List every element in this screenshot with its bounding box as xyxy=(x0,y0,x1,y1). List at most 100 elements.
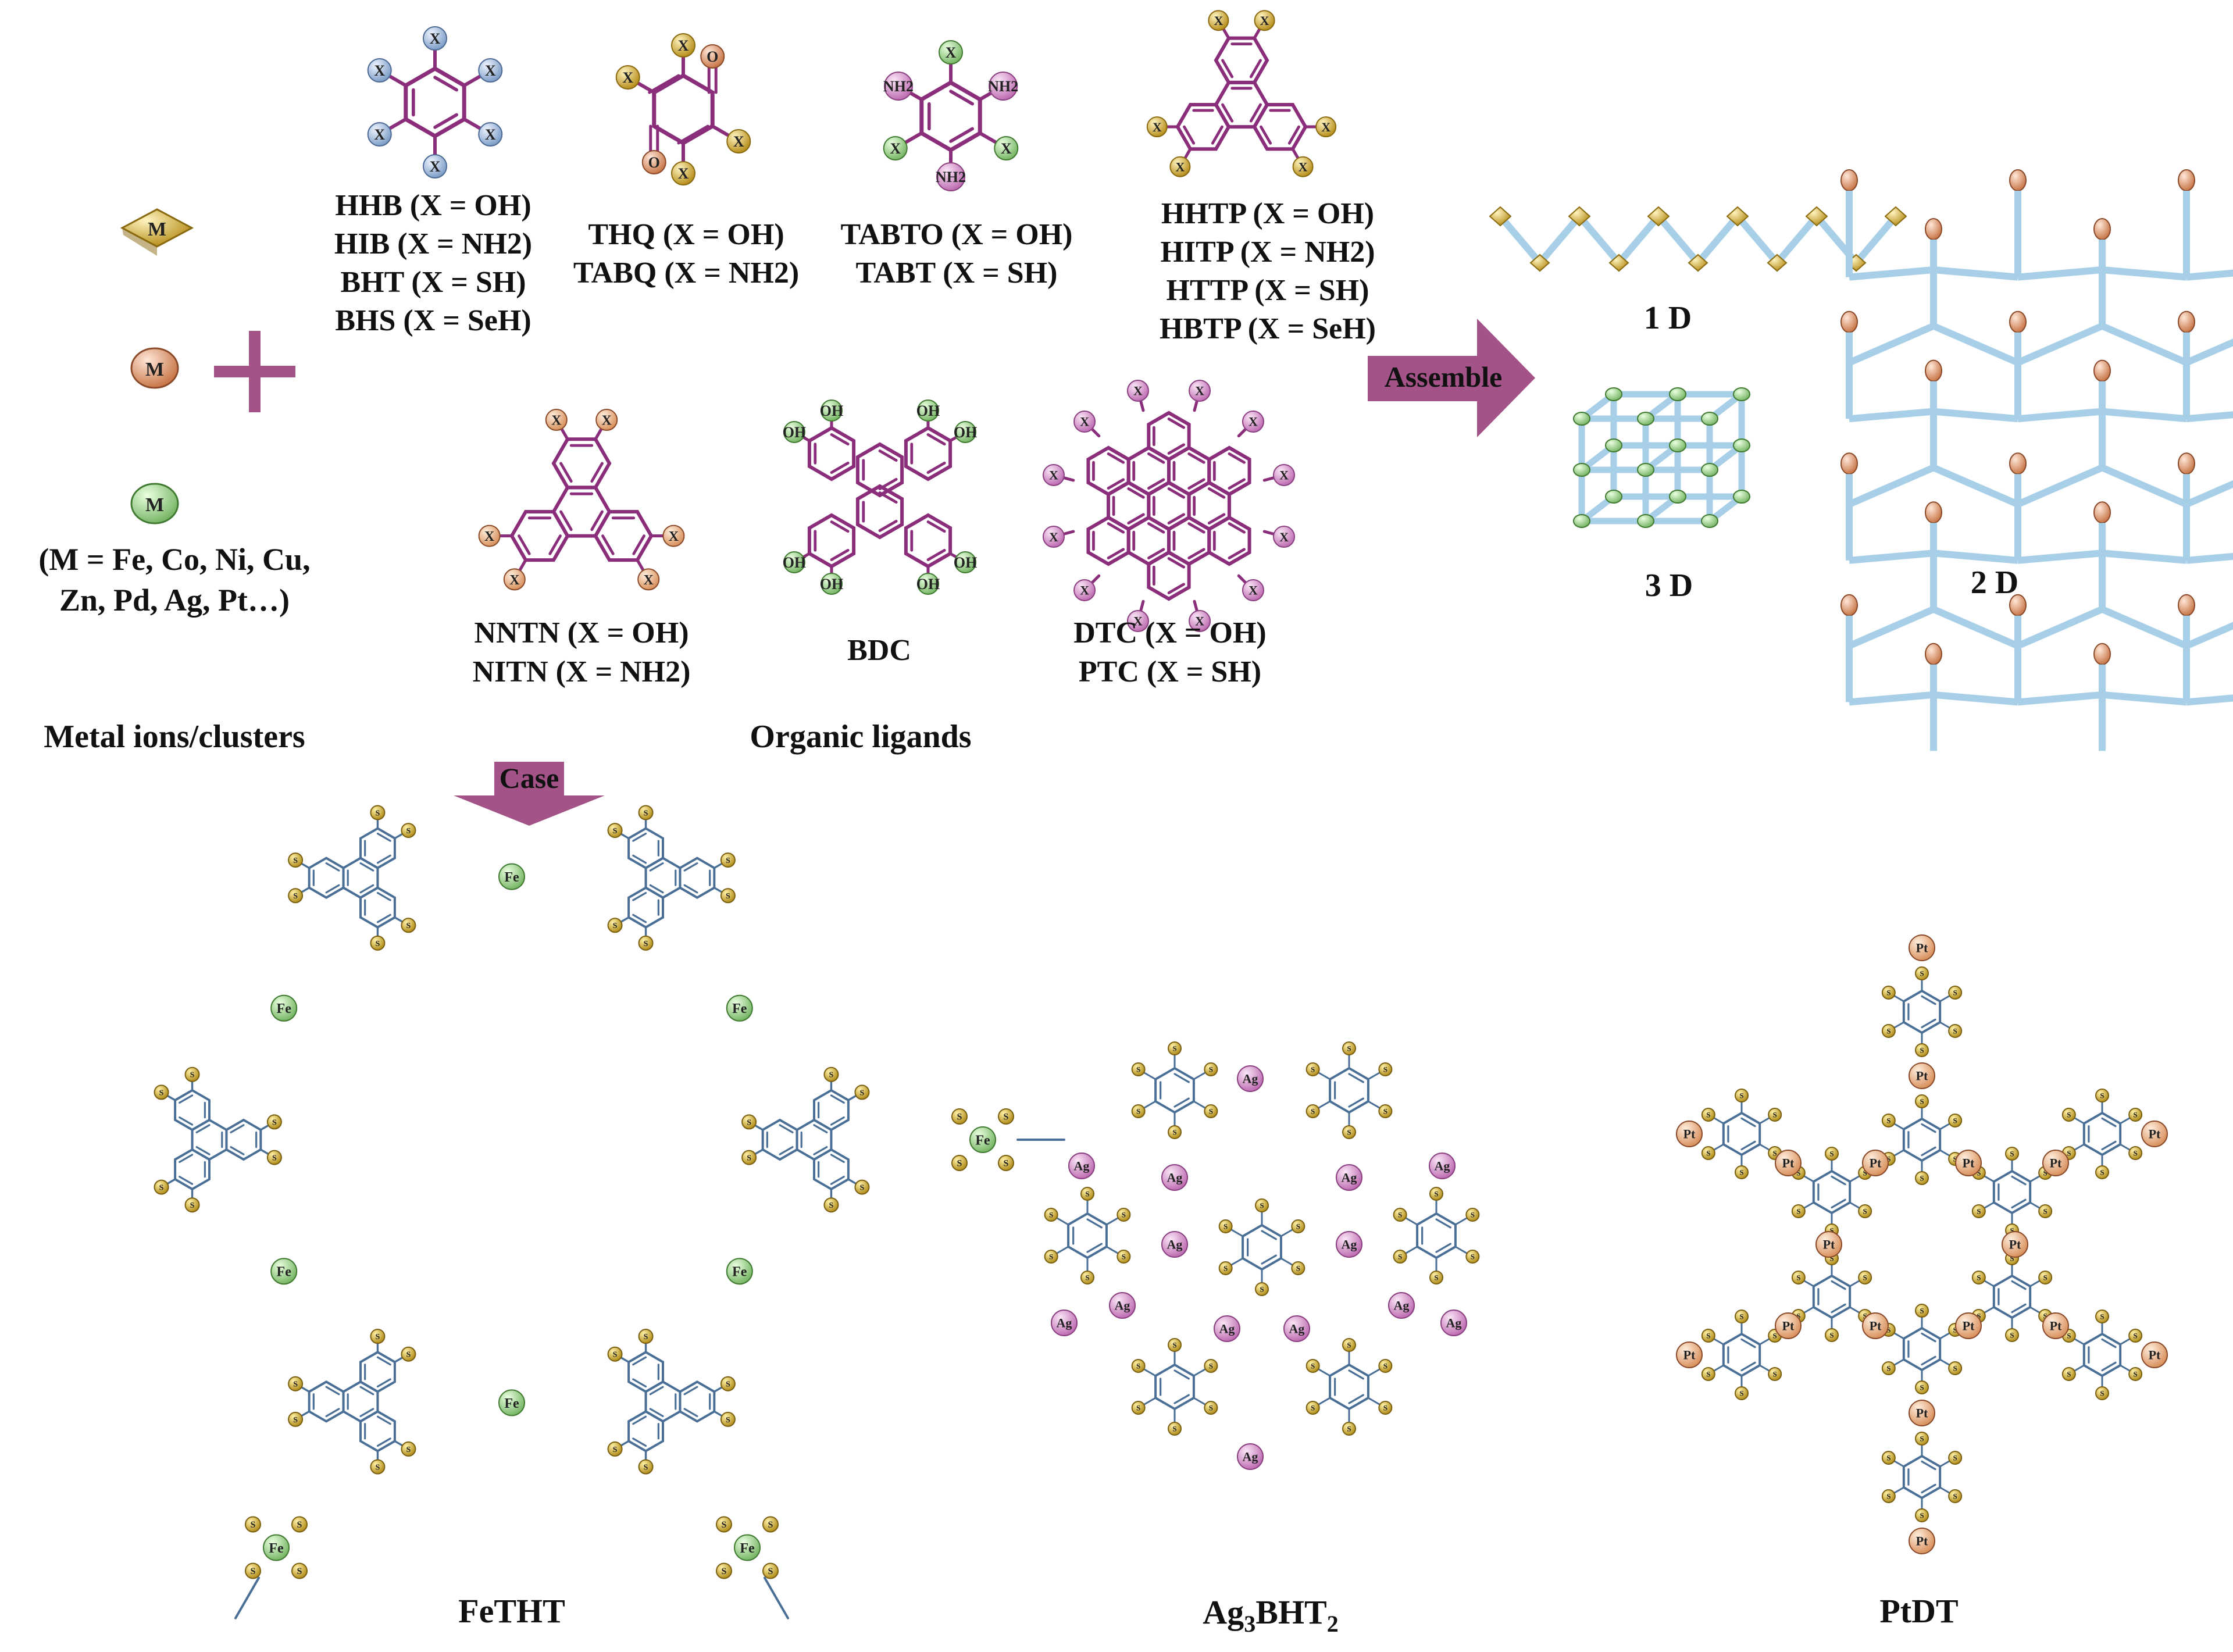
atom-label: X xyxy=(1133,384,1143,398)
atom-label: S xyxy=(293,1416,298,1425)
assemble-arrow: Assemble xyxy=(1368,319,1535,437)
double-bond xyxy=(1147,478,1165,490)
substituent-atom-icon: S xyxy=(1204,1104,1218,1118)
substituent-atom-icon xyxy=(917,573,939,595)
double-bond xyxy=(376,832,391,842)
atom-sphere xyxy=(1073,579,1096,601)
atom-label: S xyxy=(768,1567,773,1576)
atom-sphere xyxy=(1336,1164,1362,1191)
atom-label: S xyxy=(957,1159,962,1169)
atom-sphere xyxy=(2141,1341,2168,1368)
substituent-atom-icon: S xyxy=(1701,1367,1715,1381)
substituent-atom-icon: S xyxy=(1168,1422,1182,1436)
chain-link xyxy=(1655,213,1701,266)
double-bond xyxy=(813,1146,828,1155)
chain-link xyxy=(1774,213,1820,266)
substituent-atom-icon: S xyxy=(1305,1359,1320,1373)
double-bond xyxy=(1348,1369,1364,1380)
pt-atom-icon: Pt xyxy=(2141,1341,2168,1368)
honeycomb-metal-icon xyxy=(2009,311,2027,333)
double-bond xyxy=(1187,452,1205,464)
atom-sphere xyxy=(607,1441,623,1457)
double-bond xyxy=(230,1124,245,1134)
honeycomb-link xyxy=(2016,323,2104,366)
substituent-atom-icon: S xyxy=(370,1459,386,1475)
double-bond xyxy=(376,1378,391,1388)
atom-sphere xyxy=(1768,1108,1782,1122)
atom-sphere xyxy=(1915,1508,1929,1522)
atom-sphere xyxy=(716,1562,732,1579)
sulfur-atom-icon: S xyxy=(998,1108,1014,1125)
atom-label: Ag xyxy=(1435,1159,1450,1173)
amine-label: NH2 xyxy=(883,78,914,95)
substituent-atom-icon: X xyxy=(726,129,751,154)
atom-sphere xyxy=(288,888,304,904)
atom-label: S xyxy=(1739,1312,1743,1321)
atom-sphere xyxy=(498,863,525,890)
atom-sphere xyxy=(854,1179,870,1195)
atom-sphere xyxy=(1080,1187,1094,1201)
metal-list-line2: Zn, Pd, Ag, Pt…) xyxy=(59,583,290,618)
atom-sphere xyxy=(1909,1062,1935,1089)
honeycomb-link xyxy=(2017,408,2103,423)
atom-label: S xyxy=(1920,1511,1924,1520)
atom-sphere xyxy=(1862,1312,1889,1339)
atom-sphere xyxy=(917,573,939,595)
substituent-atom-icon: S xyxy=(2095,1089,2109,1102)
honeycomb-metal-icon xyxy=(2093,218,2111,240)
atom-label: X xyxy=(1133,614,1143,629)
atom-label: S xyxy=(1886,1364,1890,1373)
atom-sphere xyxy=(1915,1043,1929,1057)
substituent-atom-icon: S xyxy=(1825,1147,1839,1161)
atom-label: S xyxy=(1863,1169,1867,1178)
substituent-atom-icon xyxy=(821,573,843,595)
atom-sphere xyxy=(2128,1108,2143,1122)
atom-label: X xyxy=(485,62,496,79)
atom-label: S xyxy=(1796,1273,1800,1282)
atom-sphere xyxy=(370,1329,386,1344)
atom-label: S xyxy=(1004,1159,1009,1169)
atom-label: S xyxy=(1004,1112,1009,1122)
lattice-node-icon xyxy=(1605,490,1622,504)
double-bond xyxy=(1187,522,1205,534)
atom-sphere xyxy=(1881,1489,1896,1503)
atom-label: X xyxy=(1299,159,1308,174)
atom-sphere xyxy=(2095,1310,2109,1323)
hhb-label-3: BHT (X = SH) xyxy=(340,266,526,299)
metal-ion-copper-icon: M xyxy=(130,347,179,389)
amine-label: NH2 xyxy=(988,78,1018,95)
double-bond xyxy=(1173,1394,1190,1404)
atom-sphere xyxy=(2042,1312,2069,1339)
atom-sphere xyxy=(726,1258,753,1285)
substituent-atom-icon xyxy=(954,551,977,573)
atom-label: X xyxy=(374,62,385,79)
honeycomb-metal-icon xyxy=(1925,359,1942,382)
atom-label: S xyxy=(768,1520,773,1530)
atom-label: Fe xyxy=(504,1396,519,1411)
atom-label: S xyxy=(2067,1332,2071,1340)
atom-label: Pt xyxy=(2149,1127,2161,1141)
double-bond xyxy=(632,534,645,555)
atom-label: S xyxy=(376,940,380,948)
atom-sphere xyxy=(270,994,298,1022)
atom-sphere xyxy=(1955,1312,1982,1339)
double-bond xyxy=(1207,487,1226,499)
honeycomb-link xyxy=(1934,419,2018,468)
lattice-node-icon xyxy=(1701,514,1718,528)
double-bond xyxy=(2011,1175,2027,1186)
hhb-label-4: BHS (X = SeH) xyxy=(335,304,531,337)
double-bond xyxy=(518,534,531,555)
hydroxyl-label: OH xyxy=(783,554,806,571)
double-bond xyxy=(1127,487,1145,499)
atom-label: S xyxy=(1739,1168,1743,1177)
atom-sphere xyxy=(1255,1282,1269,1296)
lattice-node-icon xyxy=(1733,387,1750,401)
atom-label: S xyxy=(1136,1107,1140,1116)
atom-sphere xyxy=(2095,1165,2109,1179)
atom-sphere xyxy=(883,72,913,101)
substituent-atom-icon: S xyxy=(1131,1062,1146,1076)
atom-label: Ag xyxy=(1289,1322,1305,1336)
atom-label: S xyxy=(1953,1155,1957,1164)
atom-sphere xyxy=(1948,1489,1963,1503)
